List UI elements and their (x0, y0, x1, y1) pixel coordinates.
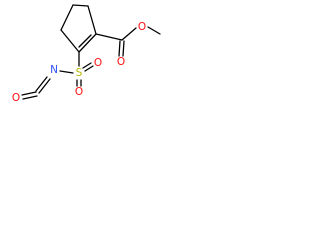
bond-ring-to-carbonyl (95, 33, 123, 41)
bond-nitrogen-to-carbon-b (38, 78, 51, 94)
atom-label-ester-o-methyl: O (138, 21, 146, 33)
bond-ring-lower-left (60, 29, 80, 53)
atom-label-ester-o-carbonyl: O (117, 56, 125, 68)
atom-label-nitrogen: N (50, 64, 58, 76)
bond-carbonyl-double-a (118, 40, 121, 57)
bond-carbon-to-o-a (21, 91, 37, 96)
bond-carbon-to-o-b (22, 95, 38, 100)
atom-label-sulfonyl-o-lower: O (75, 86, 83, 98)
atom-label-sulfonyl-o-upper: O (94, 57, 102, 69)
bond-sulfur-to-o-upper-a (82, 62, 92, 69)
bond-ring-upper-left (60, 4, 74, 31)
bond-ring-double-inner (78, 34, 92, 48)
bond-ring-upper-right (87, 5, 97, 35)
atom-label-isocyanate-o: O (12, 92, 20, 104)
bond-sulfur-to-nitrogen (59, 70, 74, 74)
methyl-ester-group (95, 26, 161, 57)
bond-ring-double-outer (78, 33, 97, 53)
bond-nitrogen-to-carbon-a (35, 76, 48, 92)
bond-o-to-methyl (147, 26, 161, 35)
bond-ring-top (72, 4, 89, 7)
atom-label-sulfur: S (76, 67, 83, 79)
sulfonyl-isocyanate-group (21, 51, 94, 100)
bond-sulfur-to-o-upper-b (84, 65, 94, 72)
bond-carbonyl-double-b (122, 40, 125, 57)
molecule-structure: O O S O O N O (12, 4, 161, 104)
cyclopentene-ring (60, 4, 97, 53)
bond-carbonyl-to-o-methyl (121, 27, 137, 41)
